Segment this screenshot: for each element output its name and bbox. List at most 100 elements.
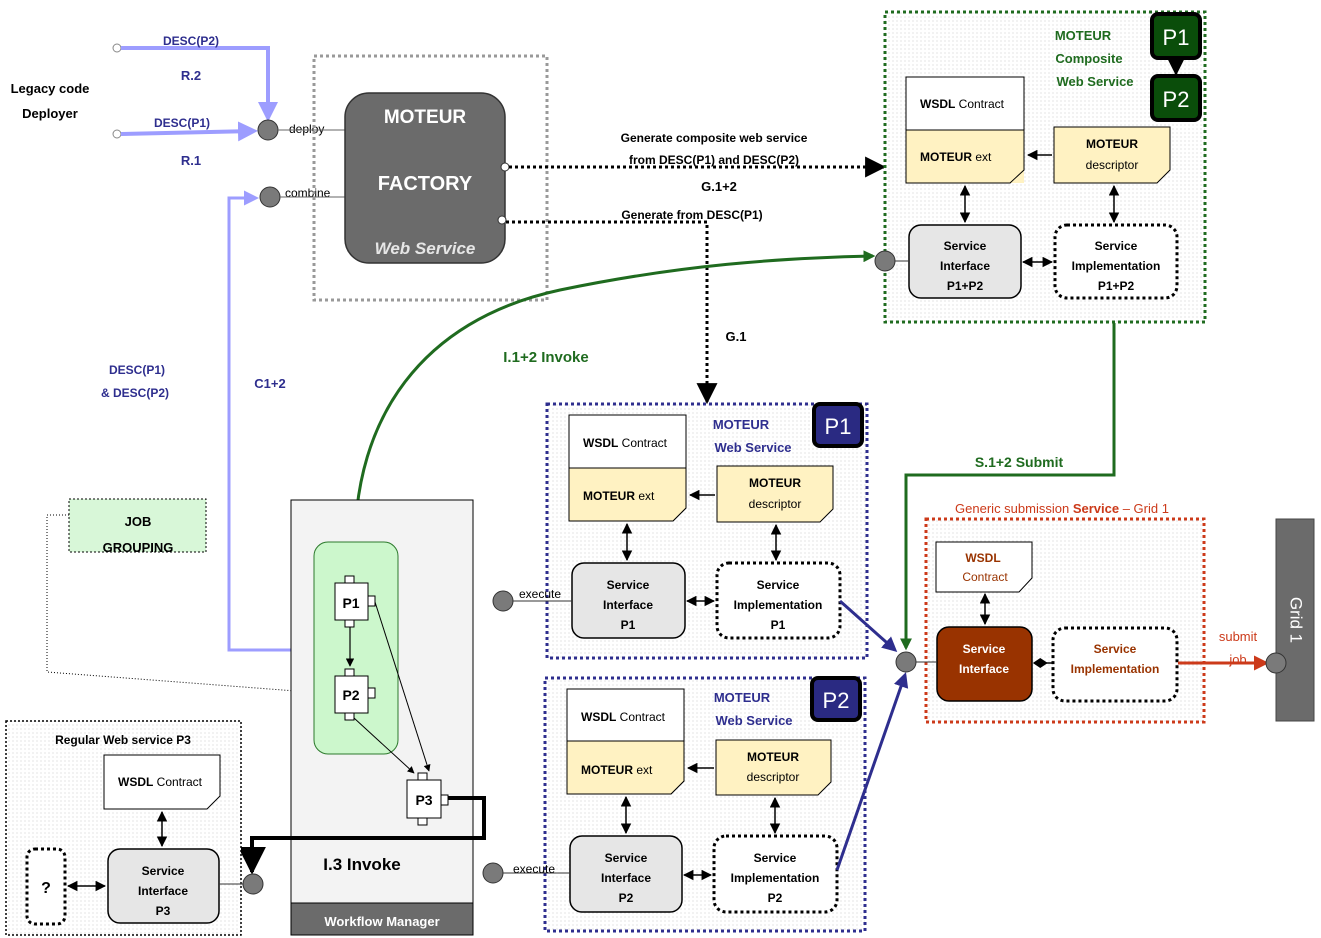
submit12-arrow (900, 323, 1116, 651)
composite-title-line1: MOTEUR (1055, 28, 1112, 43)
p1-iface-line1: Service (607, 578, 650, 592)
p2-ext-label: MOTEUR ext (581, 763, 653, 777)
green-arrows: I.1+2 Invoke S.1+2 Submit (353, 250, 1116, 651)
generic-wsdl-line1: WSDL (965, 551, 1000, 565)
p2-ext-doc (566, 740, 685, 795)
combine-label: combine (285, 186, 331, 200)
g1-label: G.1 (726, 329, 747, 344)
submit-label-line2: job (1228, 652, 1246, 667)
generic-impl-line1: Service (1094, 642, 1137, 656)
p3-pin-bottom (417, 817, 428, 826)
p2-execute-label: execute (513, 862, 555, 876)
p1-title-line2: Web Service (714, 440, 791, 455)
grid-port[interactable] (1265, 652, 1287, 674)
composite-impl-line2: Implementation (1072, 259, 1161, 273)
regular-port[interactable] (242, 873, 264, 895)
p1-impl-line3: P1 (771, 618, 786, 632)
p2-interface[interactable] (569, 835, 683, 913)
legacy-deployer: Legacy code Deployer DESC(P2) R.2 DESC(P… (11, 34, 345, 652)
desc-p1-port (112, 129, 122, 139)
composite-implementation[interactable] (1053, 223, 1179, 300)
p2-pin-top (344, 668, 355, 677)
p1-execute-label: execute (519, 587, 561, 601)
p2-to-p3-edge (353, 717, 415, 774)
composite-descriptor-doc (1053, 126, 1171, 184)
p2-iface-line1: Service (605, 851, 648, 865)
deployer-title-line2: Deployer (22, 106, 78, 121)
p2-impl-line3: P2 (768, 891, 783, 905)
composite-iface-line3: P1+P2 (947, 279, 984, 293)
factory-out-composite (500, 162, 510, 172)
regular-wsdl-label: WSDL Contract (118, 775, 203, 789)
r2-arrow (121, 46, 278, 122)
regular-service-p3: Regular Web service P3 WSDL Contract Ser… (5, 720, 264, 936)
p1-pin-right (367, 595, 376, 607)
composite-ext-label: MOTEUR ext (920, 150, 992, 164)
p1-pin-bottom (344, 619, 355, 628)
p2-impl-line2: Implementation (731, 871, 820, 885)
r2-label: R.2 (181, 68, 201, 83)
grid-label: Grid 1 (1287, 597, 1306, 643)
p2-implementation[interactable] (712, 834, 839, 914)
c12-label: C1+2 (254, 376, 285, 391)
composite-iface-line2: Interface (940, 259, 990, 273)
factory-line1: MOTEUR (384, 107, 467, 128)
generation-arrows: Generate composite web service from DESC… (506, 131, 887, 405)
generic-port[interactable] (895, 651, 917, 673)
p2-desc-line2: descriptor (747, 770, 800, 784)
regular-interface[interactable] (107, 848, 220, 924)
p1-badge-text: P1 (825, 414, 852, 439)
p3-pin-top (417, 772, 428, 781)
regular-unknown-impl[interactable] (25, 847, 67, 926)
p2-title-line1: MOTEUR (714, 690, 771, 705)
p2-pin-right (367, 687, 376, 699)
r1-label: R.1 (181, 153, 201, 168)
deploy-port[interactable] (257, 119, 279, 141)
p2-pin-bottom (344, 712, 355, 721)
composite-port[interactable] (874, 250, 896, 272)
factory-box[interactable] (344, 92, 506, 264)
generic-impl-line2: Implementation (1071, 662, 1160, 676)
regular-iface-line2: Interface (138, 884, 188, 898)
p1-implementation[interactable] (715, 561, 842, 640)
job-group-area (313, 541, 399, 755)
generic-wsdl-line2: Contract (962, 570, 1008, 584)
composite-badge-p2 (1150, 74, 1202, 122)
p1-desc-line2: descriptor (749, 497, 802, 511)
factory-frame (312, 54, 549, 302)
composite-iface-line1: Service (944, 239, 987, 253)
generic-interface[interactable] (936, 626, 1033, 702)
generic-implementation[interactable] (1051, 626, 1179, 703)
job-grouping-box (68, 498, 207, 553)
invoke12-arrow (353, 250, 876, 546)
p3-pin-right (440, 794, 449, 806)
workflow-manager: Workflow Manager P1 P2 P3 I.3 Invoke (238, 499, 486, 936)
composite-badge-p1-text: P1 (1163, 25, 1190, 50)
workflow-node-p3[interactable] (406, 779, 442, 819)
p2-descriptor-doc (715, 739, 832, 796)
combine-port[interactable] (259, 186, 281, 208)
workflow-node-p1[interactable] (334, 582, 369, 621)
invoke3-label: I.3 Invoke (323, 855, 400, 874)
workflow-node-p2-label: P2 (342, 687, 359, 703)
grid-bar[interactable] (1275, 518, 1315, 722)
p2-execute-port[interactable] (482, 862, 504, 884)
submit12-label: S.1+2 Submit (975, 454, 1064, 470)
composite-service: MOTEUR Composite Web Service P1 P2 WSDL … (874, 10, 1207, 324)
g1-arrow (506, 220, 718, 405)
p2-wsdl-label: WSDL Contract (581, 710, 666, 724)
gen-from-p1-label: Generate from DESC(P1) (621, 208, 762, 222)
g12-label: G.1+2 (701, 179, 737, 194)
composite-badge-p2-text: P2 (1163, 87, 1190, 112)
regular-unknown-label: ? (41, 880, 51, 897)
r1-arrow (120, 121, 258, 142)
generic-wsdl-doc (935, 541, 1033, 593)
desc-both-line2: & DESC(P2) (101, 386, 169, 400)
p1-execute-port[interactable] (492, 590, 514, 612)
deployer-title-line1: Legacy code (11, 81, 90, 96)
p1-iface-line3: P1 (621, 618, 636, 632)
workflow-footer (290, 902, 474, 936)
workflow-node-p2[interactable] (334, 675, 369, 714)
generic-iface-line1: Service (963, 642, 1006, 656)
invoke12-label: I.1+2 Invoke (503, 349, 588, 366)
